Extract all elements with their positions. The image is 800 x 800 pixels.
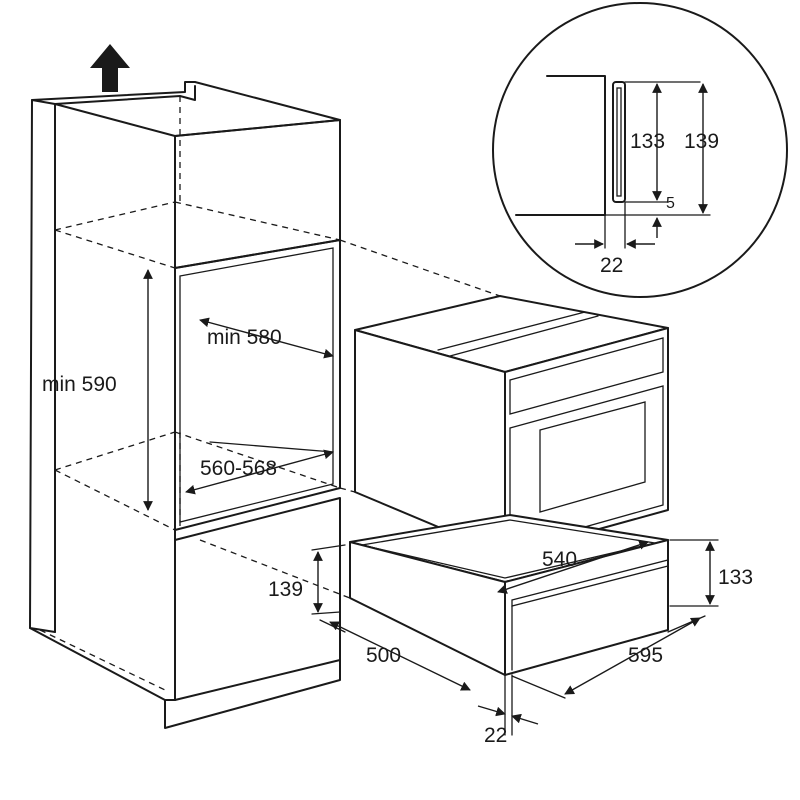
label-drawer-width: 595	[628, 644, 663, 667]
label-niche-depth: min 580	[207, 326, 282, 349]
label-detail-front-height: 133	[630, 130, 665, 153]
label-detail-total-height: 139	[684, 130, 719, 153]
dim-drawer-height: 133	[669, 539, 753, 607]
label-drawer-front-offset: 22	[484, 724, 507, 747]
dim-niche-depth: min 580	[199, 317, 334, 359]
dim-drawer-depth: 500	[319, 619, 471, 691]
label-detail-front-offset: 22	[600, 254, 623, 277]
dim-drawer-niche-height: 139	[268, 544, 346, 615]
dim-drawer-width: 595	[511, 615, 706, 699]
dim-niche-width: 560-568	[185, 441, 334, 495]
dim-drawer-front-offset: 22	[477, 674, 539, 747]
dim-drawer-inner-width: 540	[497, 540, 649, 594]
label-niche-height: min 590	[42, 373, 117, 396]
dim-niche-height: min 590	[42, 269, 153, 511]
label-drawer-niche-height: 139	[268, 578, 303, 601]
up-arrow-icon	[90, 44, 130, 92]
label-detail-gap: 5	[666, 195, 675, 212]
detail-view: 133 139 5 22	[492, 2, 788, 298]
label-niche-width: 560-568	[200, 457, 277, 480]
label-drawer-height: 133	[718, 566, 753, 589]
oven-unit	[354, 295, 669, 556]
label-drawer-depth: 500	[366, 644, 401, 667]
label-drawer-inner-width: 540	[542, 548, 577, 571]
